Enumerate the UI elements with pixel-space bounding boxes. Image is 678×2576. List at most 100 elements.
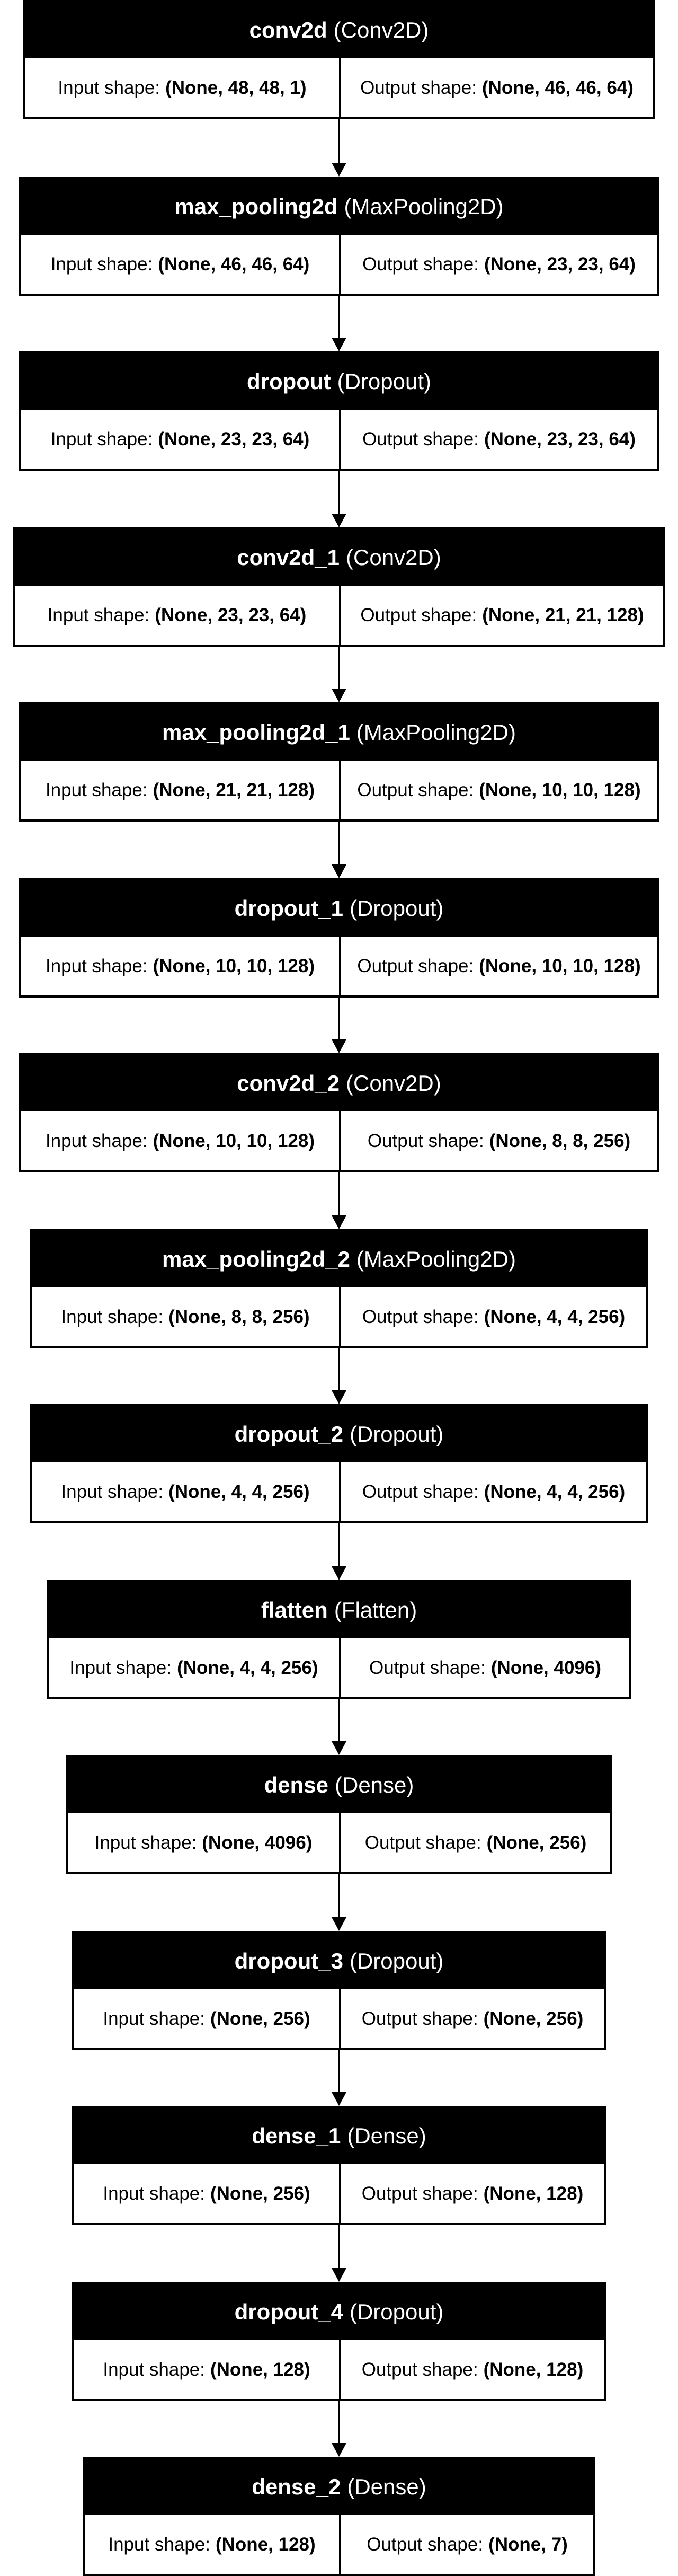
- arrowhead-icon: [332, 864, 346, 878]
- input-shape-label: Input shape:: [61, 1306, 164, 1327]
- output-shape-cell: Output shape:(None, 256): [339, 1813, 610, 1872]
- layer-header: dropout(Dropout): [21, 354, 657, 410]
- output-shape-cell: Output shape:(None, 46, 46, 64): [339, 58, 653, 117]
- layer-name: dropout_4: [234, 2299, 343, 2324]
- connector-line: [338, 2050, 340, 2093]
- input-shape-cell: Input shape:(None, 256): [74, 1989, 339, 2048]
- output-shape-value: (None, 23, 23, 64): [484, 428, 636, 449]
- input-shape-value: (None, 4, 4, 256): [177, 1657, 318, 1678]
- input-shape-cell: Input shape:(None, 4, 4, 256): [49, 1638, 339, 1697]
- layer-header: conv2d_1(Conv2D): [15, 530, 663, 586]
- layer-name: dropout_2: [234, 1422, 343, 1446]
- shape-row: Input shape:(None, 46, 46, 64)Output sha…: [21, 235, 657, 294]
- output-shape-cell: Output shape:(None, 4, 4, 256): [339, 1287, 646, 1346]
- input-shape-cell: Input shape:(None, 23, 23, 64): [21, 410, 339, 469]
- input-shape-label: Input shape:: [47, 604, 150, 625]
- output-shape-value: (None, 46, 46, 64): [481, 77, 634, 98]
- connector-line: [338, 2225, 340, 2269]
- shape-row: Input shape:(None, 128)Output shape:(Non…: [74, 2340, 604, 2399]
- layer-box: dropout_4(Dropout)Input shape:(None, 128…: [72, 2282, 606, 2401]
- shape-row: Input shape:(None, 4096) Output shape:(No…: [68, 1813, 610, 1872]
- output-shape-cell: Output shape:(None, 21, 21, 128): [339, 586, 663, 645]
- connector-line: [338, 296, 340, 339]
- shape-row: Input shape:(None, 256)Output shape:(Non…: [74, 2164, 604, 2223]
- input-shape-cell: Input shape:(None, 10, 10, 128): [21, 1111, 339, 1170]
- output-shape-cell: Output shape:(None, 4096): [339, 1638, 629, 1697]
- input-shape-label: Input shape:: [103, 2359, 205, 2380]
- input-shape-label: Input shape:: [50, 428, 153, 449]
- input-shape-value: (None, 8, 8, 256): [168, 1306, 310, 1327]
- output-shape-cell: Output shape:(None, 128): [339, 2164, 604, 2223]
- layer-name: flatten: [261, 1598, 328, 1622]
- layer-header: conv2d_2(Conv2D): [21, 1055, 657, 1111]
- layer-header: dense_2(Dense): [85, 2459, 593, 2515]
- output-shape-cell: Output shape:(None, 10, 10, 128): [339, 937, 657, 995]
- layer-name: max_pooling2d_1: [162, 720, 350, 745]
- output-shape-cell: Output shape:(None, 128): [339, 2340, 604, 2399]
- input-shape-label: Input shape:: [45, 955, 148, 976]
- layer-header: max_pooling2d(MaxPooling2D): [21, 179, 657, 235]
- arrowhead-icon: [332, 514, 346, 527]
- layer-header: dense_1(Dense): [74, 2108, 604, 2164]
- layer-type: (Dropout): [337, 369, 431, 394]
- layer-name: dense_1: [252, 2123, 341, 2148]
- input-shape-value: (None, 256): [210, 2008, 310, 2029]
- arrowhead-icon: [332, 1566, 346, 1580]
- output-shape-label: Output shape:: [361, 2008, 478, 2029]
- layer-type: (Dense): [347, 2474, 426, 2499]
- arrowhead-icon: [332, 1039, 346, 1053]
- layer-box: max_pooling2d_2(MaxPooling2D)Input shape…: [30, 1229, 648, 1348]
- output-shape-value: (None, 256): [486, 1832, 587, 1853]
- layer-name: dense_2: [252, 2474, 341, 2499]
- output-shape-label: Output shape:: [357, 955, 474, 976]
- arrowhead-icon: [332, 1741, 346, 1755]
- output-shape-value: (None, 4, 4, 256): [484, 1481, 626, 1502]
- arrowhead-icon: [332, 1215, 346, 1229]
- layer-type: (Conv2D): [346, 545, 441, 570]
- connector-line: [338, 471, 340, 515]
- layer-header: max_pooling2d_2(MaxPooling2D): [32, 1231, 646, 1287]
- output-shape-label: Output shape:: [360, 77, 477, 98]
- input-shape-cell: Input shape:(None, 46, 46, 64): [21, 235, 339, 294]
- output-shape-label: Output shape:: [367, 1130, 484, 1151]
- shape-row: Input shape:(None, 4, 4, 256)Output shap…: [49, 1638, 629, 1697]
- input-shape-value: (None, 4096): [202, 1832, 313, 1853]
- layer-type: (Flatten): [334, 1598, 417, 1622]
- shape-row: Input shape:(None, 4, 4, 256)Output shap…: [32, 1462, 646, 1521]
- arrowhead-icon: [332, 2092, 346, 2106]
- layer-box: dropout_3(Dropout)Input shape:(None, 256…: [72, 1931, 606, 2050]
- layer-box: max_pooling2d(MaxPooling2D)Input shape:(…: [19, 177, 659, 296]
- layer-type: (Dense): [335, 1772, 414, 1797]
- output-shape-value: (None, 21, 21, 128): [482, 604, 644, 625]
- input-shape-value: (None, 4, 4, 256): [168, 1481, 310, 1502]
- layer-header: dropout_3(Dropout): [74, 1933, 604, 1989]
- output-shape-value: (None, 128): [483, 2183, 584, 2204]
- layer-name: max_pooling2d_2: [162, 1247, 350, 1272]
- connector-line: [338, 1874, 340, 1918]
- output-shape-value: (None, 4096): [490, 1657, 601, 1678]
- output-shape-label: Output shape:: [364, 1832, 481, 1853]
- output-shape-value: (None, 10, 10, 128): [479, 779, 641, 800]
- layer-box: dropout_2(Dropout)Input shape:(None, 4, …: [30, 1404, 648, 1523]
- input-shape-label: Input shape:: [94, 1832, 197, 1853]
- input-shape-label: Input shape:: [50, 253, 153, 275]
- layer-type: (Dense): [347, 2123, 426, 2148]
- output-shape-value: (None, 8, 8, 256): [489, 1130, 631, 1151]
- input-shape-cell: Input shape:(None, 4, 4, 256): [32, 1462, 339, 1521]
- input-shape-cell: Input shape:(None, 256): [74, 2164, 339, 2223]
- layer-name: dense: [264, 1772, 328, 1797]
- input-shape-label: Input shape:: [103, 2183, 205, 2204]
- connector-line: [338, 822, 340, 866]
- output-shape-cell: Output shape:(None, 256): [339, 1989, 604, 2048]
- layer-box: dense_2(Dense)Input shape:(None, 128)Out…: [83, 2457, 595, 2576]
- output-shape-cell: Output shape:(None, 4, 4, 256): [339, 1462, 646, 1521]
- layer-name: conv2d_2: [237, 1071, 340, 1096]
- connector-line: [338, 647, 340, 690]
- input-shape-cell: Input shape:(None, 128): [85, 2515, 339, 2574]
- input-shape-label: Input shape:: [45, 1130, 148, 1151]
- output-shape-value: (None, 10, 10, 128): [479, 955, 641, 976]
- output-shape-label: Output shape:: [360, 604, 477, 625]
- input-shape-cell: Input shape:(None, 8, 8, 256): [32, 1287, 339, 1346]
- arrowhead-icon: [332, 2268, 346, 2282]
- layer-header: dropout_1(Dropout): [21, 880, 657, 937]
